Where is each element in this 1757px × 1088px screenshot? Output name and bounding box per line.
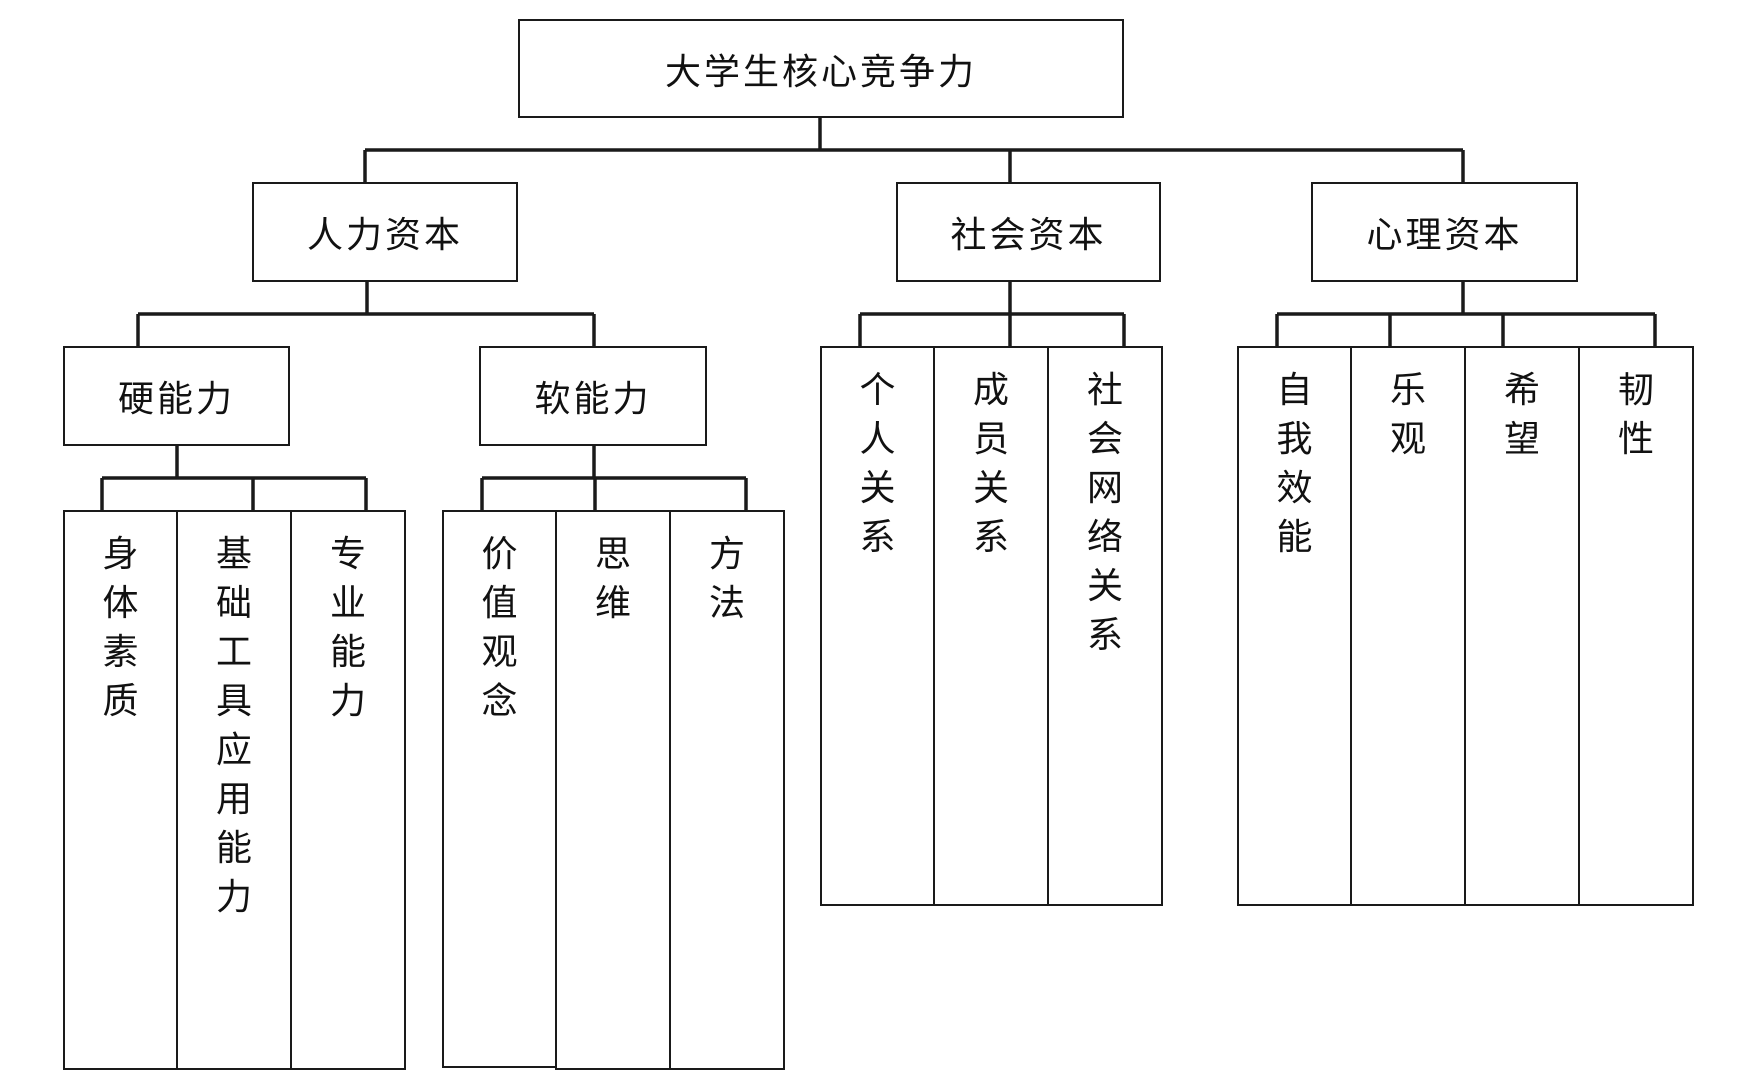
leaf-label: 基 础 工 具 应 用 能 力 (215, 534, 252, 918)
leaf-label: 社 会 网 络 关 系 (1086, 370, 1123, 656)
leaf-member-relations: 成 员 关 系 (933, 346, 1049, 906)
leaf-social-network-relations: 社 会 网 络 关 系 (1047, 346, 1163, 906)
leaf-methods: 方 法 (669, 510, 785, 1070)
leaf-thinking: 思 维 (555, 510, 671, 1070)
psychological-capital-label: 心理资本 (1366, 215, 1523, 256)
soft-skills-node: 软能力 (479, 346, 707, 446)
leaf-physical-fitness: 身 体 素 质 (63, 510, 178, 1070)
leaf-label: 价 值 观 念 (481, 534, 518, 722)
leaf-label: 个 人 关 系 (859, 370, 896, 558)
leaf-label: 方 法 (708, 534, 745, 624)
leaf-label: 专 业 能 力 (329, 534, 366, 722)
leaf-self-efficacy: 自 我 效 能 (1237, 346, 1352, 906)
leaf-professional-skills: 专 业 能 力 (290, 510, 406, 1070)
root-node-label: 大学生核心竞争力 (664, 51, 977, 93)
leaf-values: 价 值 观 念 (442, 510, 557, 1068)
leaf-label: 成 员 关 系 (972, 370, 1009, 558)
leaf-label: 乐 观 (1389, 370, 1426, 460)
leaf-optimism: 乐 观 (1350, 346, 1466, 906)
leaf-label: 思 维 (594, 534, 631, 624)
soft-skills-label: 软能力 (534, 379, 652, 420)
leaf-label: 韧 性 (1617, 370, 1654, 460)
social-capital-node: 社会资本 (896, 182, 1161, 282)
leaf-label: 自 我 效 能 (1276, 370, 1313, 558)
leaf-label: 希 望 (1503, 370, 1540, 460)
leaf-basic-tool-skills: 基 础 工 具 应 用 能 力 (176, 510, 292, 1070)
hard-skills-node: 硬能力 (63, 346, 290, 446)
social-capital-label: 社会资本 (950, 215, 1107, 256)
human-capital-label: 人力资本 (306, 215, 463, 256)
leaf-resilience: 韧 性 (1578, 346, 1694, 906)
hard-skills-label: 硬能力 (117, 379, 235, 420)
leaf-personal-relations: 个 人 关 系 (820, 346, 935, 906)
human-capital-node: 人力资本 (252, 182, 518, 282)
leaf-label: 身 体 素 质 (102, 534, 139, 722)
root-node: 大学生核心竞争力 (518, 19, 1124, 118)
leaf-hope: 希 望 (1464, 346, 1580, 906)
psychological-capital-node: 心理资本 (1311, 182, 1578, 282)
